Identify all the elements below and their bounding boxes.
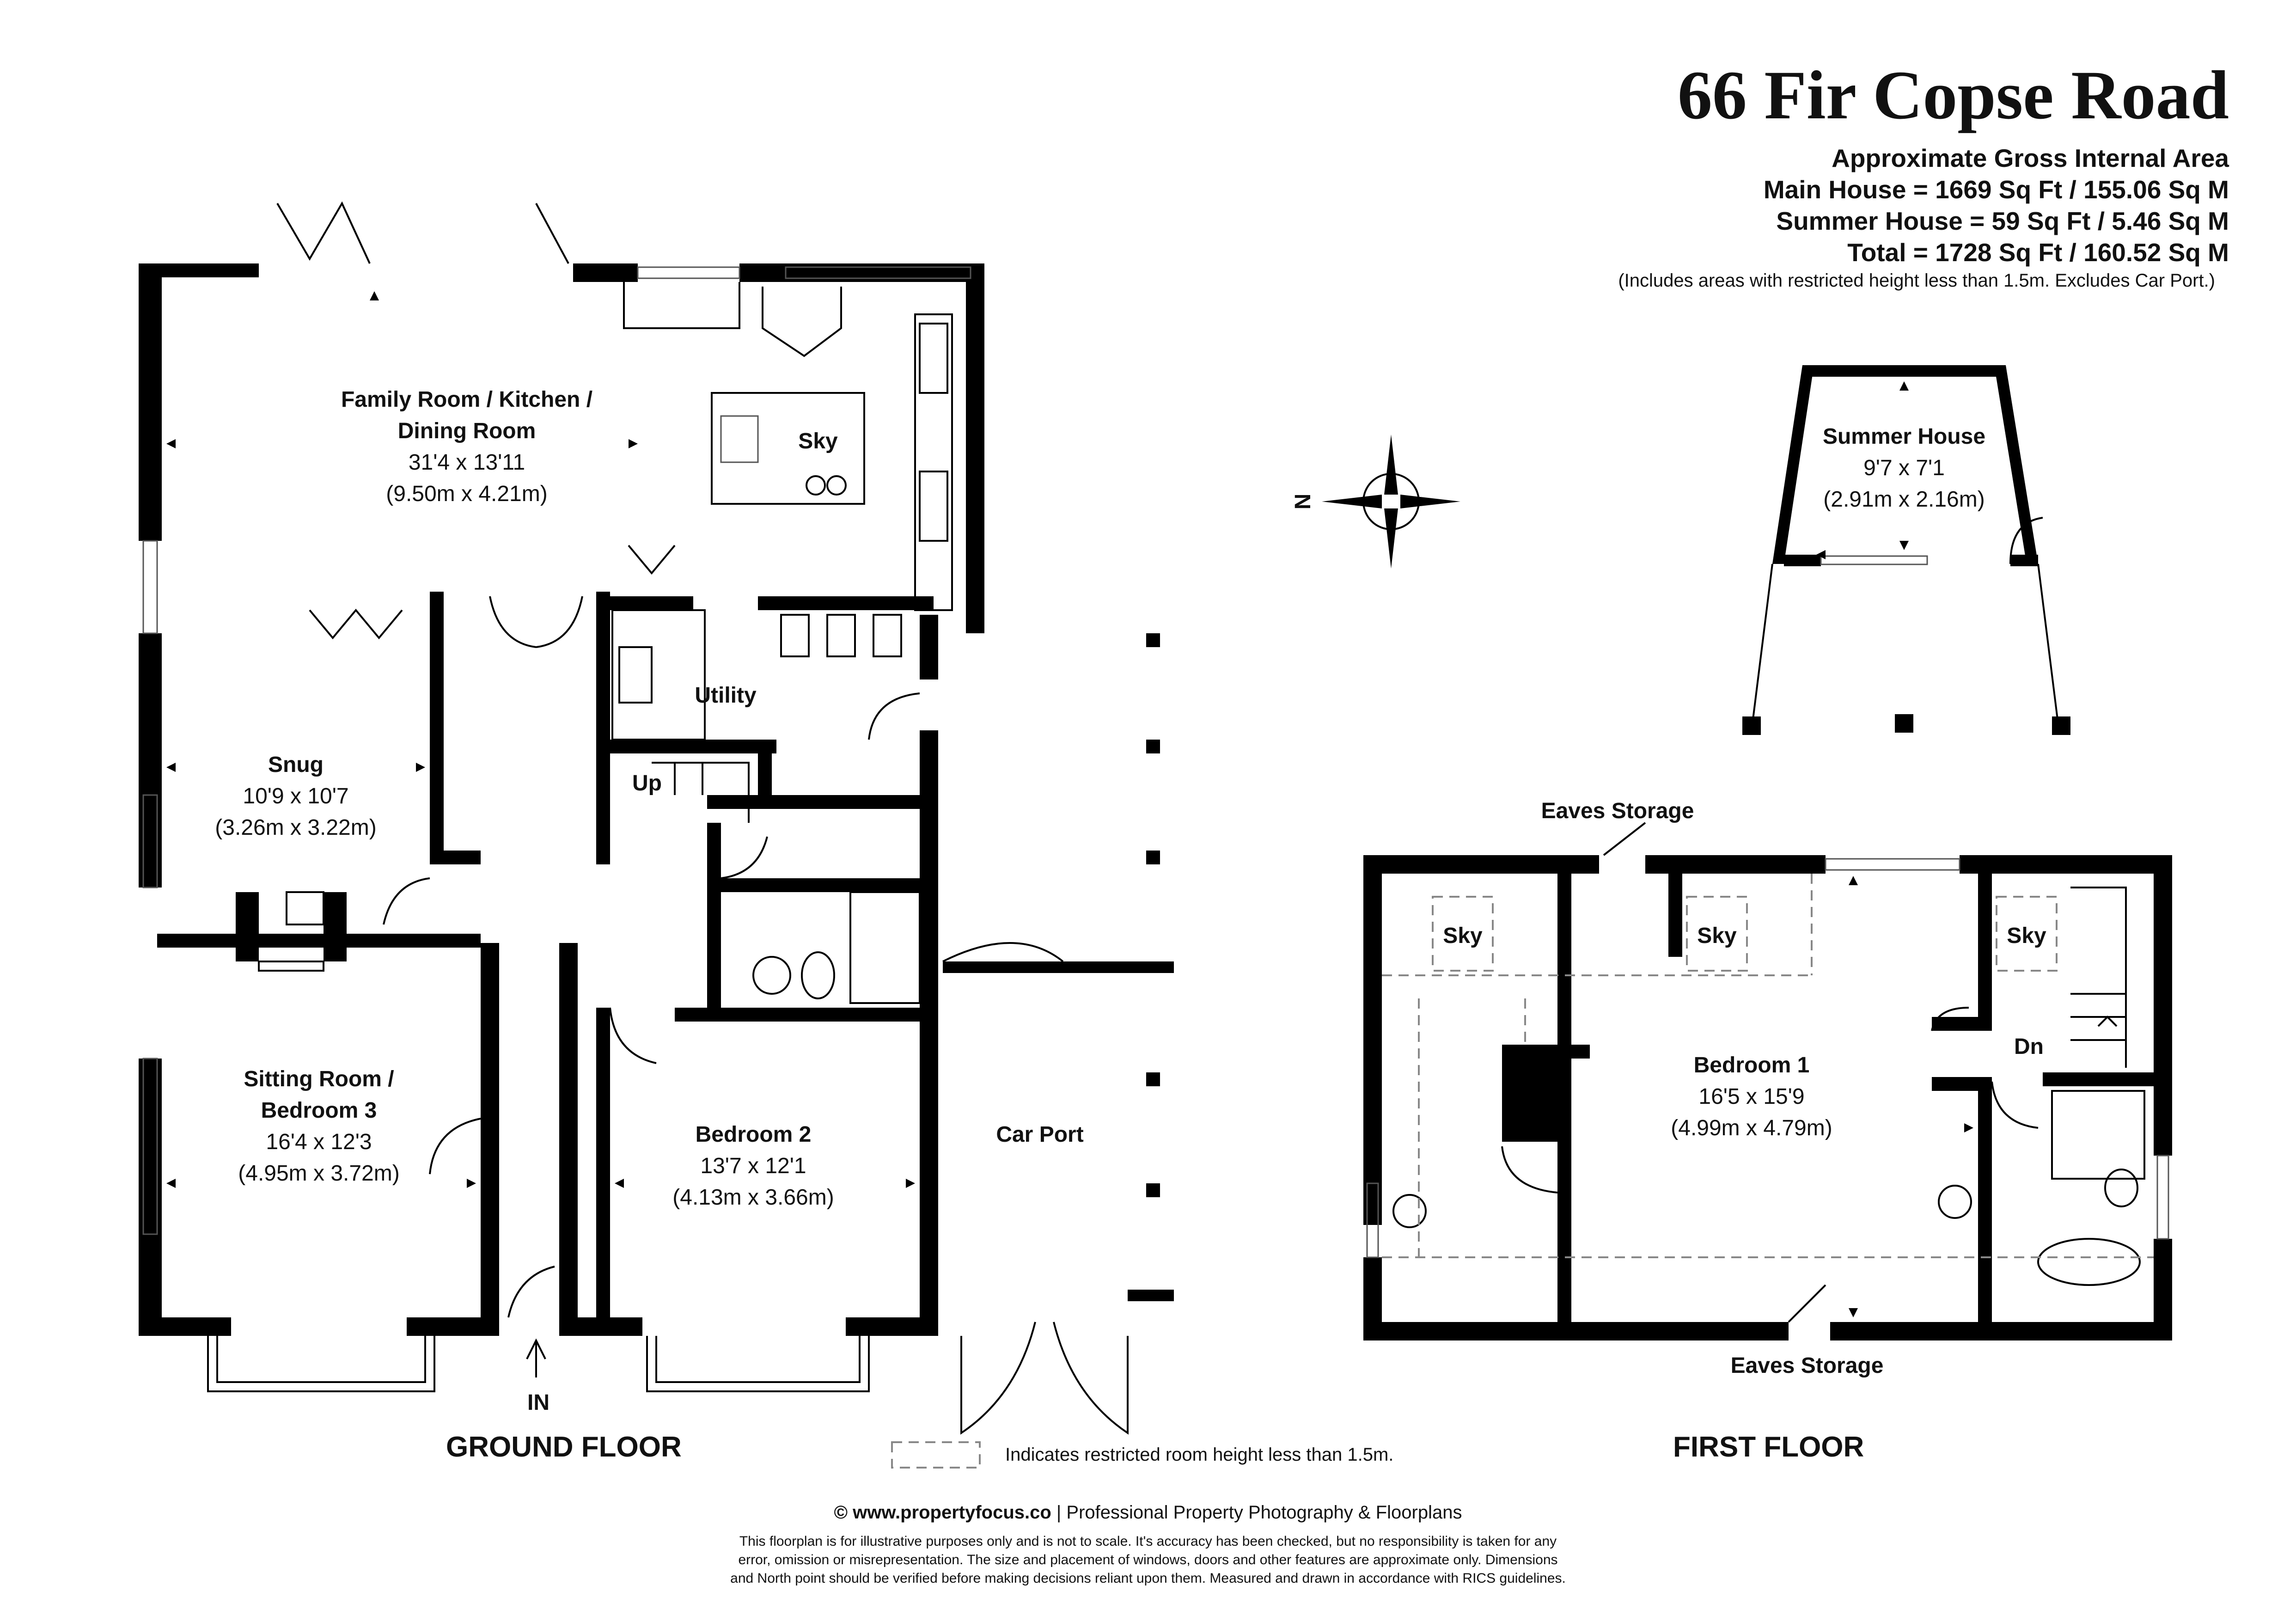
disclaimer-line-1: This floorplan is for illustrative purpo…: [739, 1534, 1557, 1549]
family-room-name1: Family Room / Kitchen /: [341, 387, 592, 412]
ground-floor-plan: [139, 201, 1174, 1435]
credit-line: © www.propertyfocus.co | Professional Pr…: [0, 1502, 2296, 1523]
stairs-up-label: Up: [632, 771, 662, 796]
north-label: N: [1291, 494, 1315, 510]
bedroom1-metric: (4.99m x 4.79m): [1671, 1116, 1832, 1140]
eaves-storage-top: Eaves Storage: [1541, 799, 1694, 823]
sitting-room-name2: Bedroom 3: [261, 1098, 377, 1123]
stairs-down-label: Dn: [2014, 1034, 2044, 1059]
bedroom2-imperial: 13'7 x 12'1: [700, 1154, 806, 1178]
credit-text: | Professional Property Photography & Fl…: [1051, 1502, 1462, 1523]
bedroom1-imperial: 16'5 x 15'9: [1698, 1084, 1804, 1109]
bedroom2-name: Bedroom 2: [696, 1122, 812, 1147]
sky-label-2: Sky: [1697, 924, 1737, 948]
credit-website: © www.propertyfocus.co: [834, 1502, 1051, 1523]
summer-house-name: Summer House: [1823, 424, 1985, 449]
snug-imperial: 10'9 x 10'7: [243, 784, 348, 808]
main-house-area: Main House = 1669 Sq Ft / 155.06 Sq M: [1763, 175, 2229, 204]
family-room-name2: Dining Room: [398, 419, 536, 443]
car-port-label: Car Port: [996, 1122, 1083, 1147]
entrance-label: IN: [527, 1390, 550, 1415]
sitting-room-imperial: 16'4 x 12'3: [266, 1130, 372, 1154]
sky-label-1: Sky: [1443, 924, 1483, 948]
snug-metric: (3.26m x 3.22m): [215, 815, 376, 840]
bedroom2-metric: (4.13m x 3.66m): [672, 1185, 834, 1210]
eaves-storage-bottom: Eaves Storage: [1731, 1353, 1884, 1378]
snug-name: Snug: [268, 753, 324, 777]
total-area: Total = 1728 Sq Ft / 160.52 Sq M: [1847, 238, 2229, 267]
first-floor-plan: [1363, 822, 2172, 1340]
first-floor-label: FIRST FLOOR: [1673, 1431, 1864, 1463]
north-compass-icon: [1322, 435, 1460, 569]
area-heading: Approximate Gross Internal Area: [1832, 144, 2229, 172]
disclaimer-line-2: error, omission or misrepresentation. Th…: [738, 1552, 1558, 1567]
bedroom1-name: Bedroom 1: [1694, 1053, 1810, 1077]
kitchen-sky-label: Sky: [798, 429, 838, 453]
property-title: 66 Fir Copse Road: [1677, 57, 2229, 134]
area-note: (Includes areas with restricted height l…: [1618, 270, 2215, 291]
sky-label-3: Sky: [2007, 924, 2046, 948]
utility-label: Utility: [695, 683, 757, 708]
legend-swatch: [891, 1441, 981, 1469]
summer-house-plan: [1742, 365, 2070, 735]
summer-house-metric: (2.91m x 2.16m): [1823, 487, 1985, 512]
sitting-room-name1: Sitting Room /: [244, 1067, 394, 1091]
family-room-metric: (9.50m x 4.21m): [386, 482, 547, 506]
sitting-room-metric: (4.95m x 3.72m): [238, 1161, 399, 1186]
ground-floor-label: GROUND FLOOR: [446, 1431, 682, 1463]
summer-house-imperial: 9'7 x 7'1: [1863, 456, 1945, 480]
legend-text: Indicates restricted room height less th…: [1005, 1444, 1394, 1465]
disclaimer-line-3: and North point should be verified befor…: [730, 1571, 1566, 1586]
family-room-imperial: 31'4 x 13'11: [409, 450, 525, 475]
summer-house-area: Summer House = 59 Sq Ft / 5.46 Sq M: [1776, 207, 2229, 235]
